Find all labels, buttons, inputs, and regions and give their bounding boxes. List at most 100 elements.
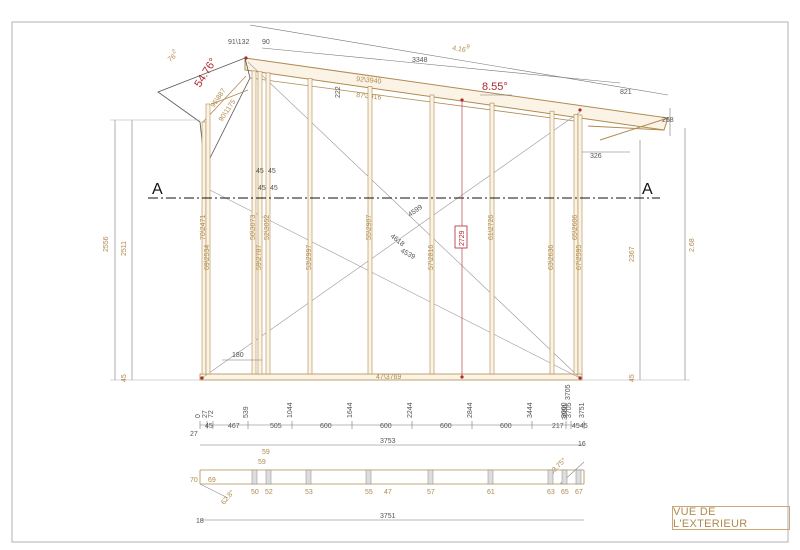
plan-stud-label: 57: [427, 489, 435, 496]
stud-50: [251, 70, 257, 375]
stud-70-label: 70\2471: [200, 215, 207, 240]
cumulative-label: 539: [243, 406, 250, 418]
total-width: 3753: [380, 438, 396, 445]
roof-height-left: 222: [335, 86, 342, 98]
stud-65-label: 65\2606: [572, 215, 579, 240]
header-small-4: 45: [270, 185, 278, 192]
height-left-base: 45: [121, 374, 128, 382]
plan-stud: [305, 469, 312, 485]
stud-52: [265, 72, 271, 375]
stud-55: [367, 86, 373, 375]
section-line: A A: [148, 181, 660, 199]
stud-69-label: 69\2534: [204, 245, 211, 270]
stud-55-label: 55\2907: [366, 215, 373, 240]
diagonal-1: [201, 111, 581, 379]
cumulative-label: 3705: [566, 402, 573, 418]
roof-run-line: [261, 47, 621, 84]
plan-stud-label: 47: [384, 489, 392, 496]
roof-dim-line: [249, 24, 669, 96]
plan-stud-label: 55: [365, 489, 373, 496]
plan-top-label-1: 59: [262, 449, 270, 456]
page-border: [11, 21, 789, 543]
spacing-label: 600: [500, 423, 512, 430]
height-right-base: 45: [629, 374, 636, 382]
gable-inner-1: [211, 89, 249, 105]
corner-dot-4: [244, 56, 248, 60]
fascia-line: [599, 117, 669, 141]
gable-tip-dim: 762: [165, 48, 180, 63]
header-small-3: 45: [258, 185, 266, 192]
stud-69: [205, 103, 211, 375]
section-marker-right: A: [642, 181, 653, 198]
plan-stud: [265, 469, 272, 485]
plan-stud-label: 61: [487, 489, 495, 496]
stud-61: [489, 102, 495, 375]
roof-top-length: 4.169: [452, 42, 471, 55]
spacing-label: 45: [580, 423, 588, 430]
stud-52-label: 52\3052: [264, 215, 271, 240]
plan-stud-label: 67: [575, 489, 583, 496]
height-left-inner: 2511: [121, 241, 128, 256]
plan-stud: [251, 469, 258, 485]
height-dims-left: 2556 2511 45: [103, 119, 200, 382]
plan-stud: [427, 469, 434, 485]
plan-angle-left: [199, 483, 229, 499]
plan-stud: [487, 469, 494, 485]
stud-57-label: 57\2816: [428, 245, 435, 270]
stud-61-label: 61\2726: [488, 215, 495, 240]
roof-group: 4.169 3348 90 821 92\3940 87\3916 8.55° …: [244, 24, 674, 160]
diagonal-label-2: 4618: [389, 233, 406, 248]
plan-left-tag-2: 69: [208, 477, 216, 484]
gable-piece-b: 90\1175: [218, 99, 238, 124]
plan-stud-label: 65: [561, 489, 569, 496]
cumulative-label: 0: [195, 414, 202, 418]
corner-dot-3: [578, 108, 582, 112]
spacing-label: 505: [270, 423, 282, 430]
diagonal-label-1: 4599: [407, 204, 424, 219]
section-marker-left: A: [152, 181, 163, 198]
plan-left-tag-1: 70: [190, 477, 198, 484]
spacing-label: 600: [320, 423, 332, 430]
spacing-label: 45: [572, 423, 580, 430]
right-offset: 16: [578, 441, 586, 448]
center-mark-box: [454, 225, 468, 249]
cumulative-label: 2244: [407, 402, 414, 418]
roof-angle: 8.55°: [482, 81, 508, 93]
stud-57: [429, 94, 435, 375]
plan-stud-label: 52: [265, 489, 273, 496]
stud-59-label: 59\2787: [256, 245, 263, 270]
spacing-label: 600: [380, 423, 392, 430]
center-mark-dot-bottom: [460, 375, 464, 379]
spacing-label: 217: [552, 423, 564, 430]
height-right-outer: 2.68: [689, 238, 696, 252]
cumulative-label: 3751: [579, 402, 586, 418]
right-post-tag-1: 3705: [565, 384, 572, 400]
stud-67: [577, 114, 583, 375]
studs-group: 70\247169\253450\307359\278752\305253\29…: [200, 70, 583, 375]
fascia-inset: 326: [590, 153, 602, 160]
plan-bottom-left: 18: [196, 518, 204, 525]
stud-63: [549, 110, 555, 375]
stud-65: [573, 114, 579, 375]
plan-bottom-total: 3751: [380, 513, 396, 520]
bottom-plate-spec: 47\3769: [376, 374, 401, 381]
opening-width: 180: [232, 352, 244, 359]
stud-59: [257, 71, 263, 375]
diagonal-3: [201, 185, 581, 379]
stud-50-label: 50\3073: [250, 215, 257, 240]
spacing-label: 600: [440, 423, 452, 430]
center-mark-dot-top: [460, 98, 464, 102]
fascia-height: 268: [662, 117, 674, 124]
roof-run: 3348: [412, 57, 428, 64]
cumulative-label: 3660: [561, 402, 568, 418]
plan-stud-label: 53: [305, 489, 313, 496]
bottom-plate: [199, 373, 583, 381]
roof-overhang-left: 90: [262, 39, 270, 46]
rafter-spec: 92\3940: [356, 76, 382, 86]
view-label: VUE DE L'EXTERIEUR: [672, 506, 790, 530]
plan-stud: [365, 469, 372, 485]
center-mark: 2729: [459, 230, 466, 246]
